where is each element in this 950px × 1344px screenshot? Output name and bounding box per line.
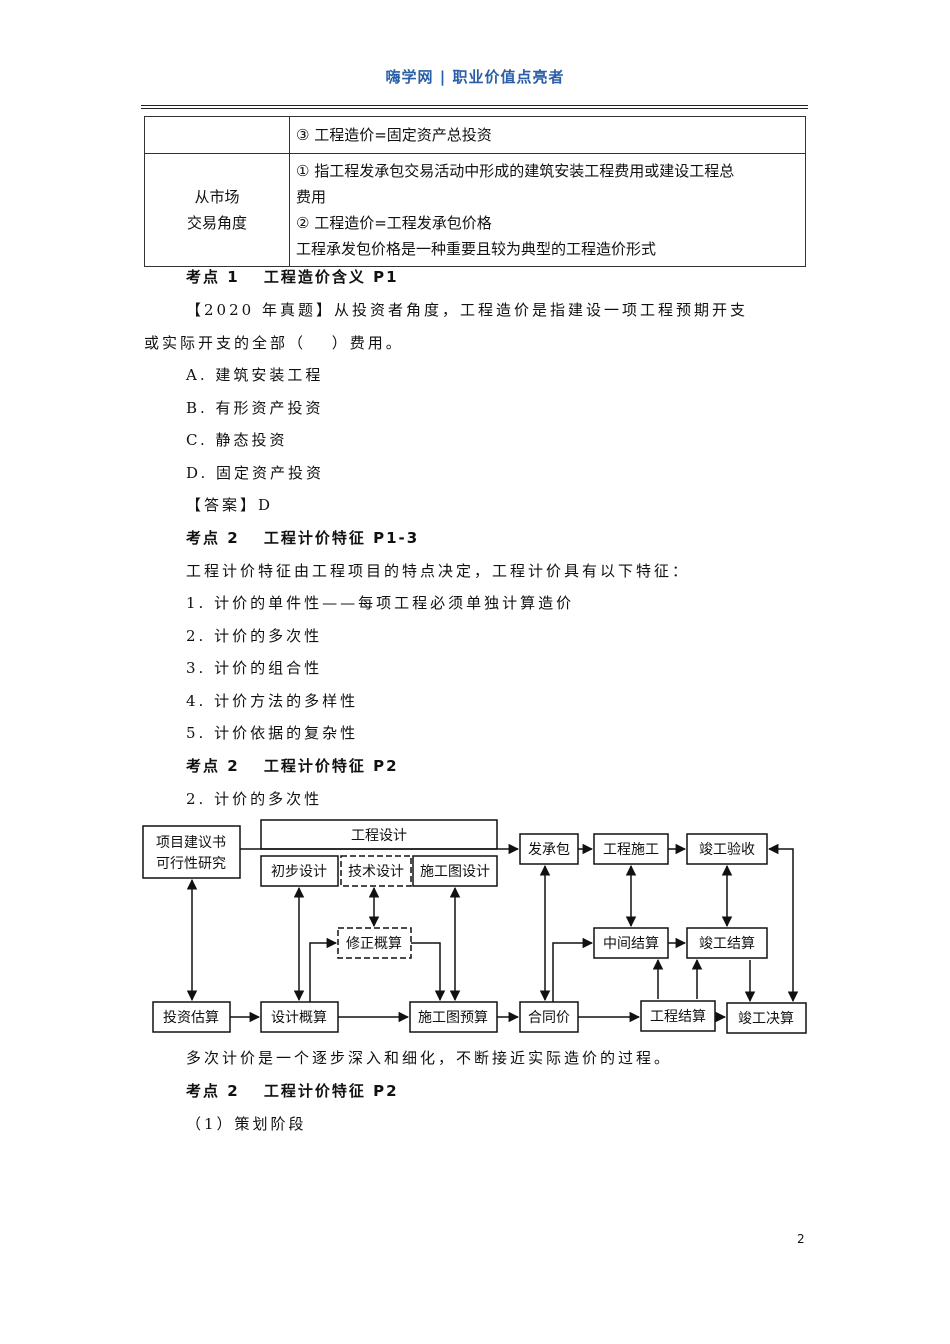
paragraph: 工程计价特征由工程项目的特点决定，工程计价具有以下特征： [186,562,691,580]
box-project-proposal [142,825,241,879]
label-construction: 工程施工 [603,842,659,858]
list-item: 2. 计价的多次性 [186,790,323,808]
label-construction-budget: 施工图预算 [418,1010,488,1026]
option-d: D. 固定资产投资 [186,464,325,482]
paragraph: 多次计价是一个逐步深入和细化，不断接近实际造价的过程。 [186,1049,673,1067]
header-rule-bottom [141,108,808,109]
label-design-budget: 设计概算 [271,1010,327,1026]
table-cell: ③ 工程造价=固定资产总投资 [289,116,806,154]
label-interim-settlement: 中间结算 [603,936,659,952]
label-technical-design: 技术设计 [348,864,404,880]
box-investment-estimate [152,1001,231,1033]
question-text: 或实际开支的全部（ ）费用。 [144,334,404,352]
header-rule-top [141,105,808,106]
definition-table: ③ 工程造价=固定资产总投资 从市场 交易角度 ① 指工程发承包交易活动中形成的… [144,116,806,267]
table-cell-market-angle: 从市场 交易角度 [144,153,290,267]
arrow [552,937,594,1002]
box-acceptance [686,833,768,865]
section-heading: 考点 2 工程计价特征 P2 [186,757,399,775]
box-final-accounts [726,1002,807,1034]
section-heading: 考点 2 工程计价特征 P1-3 [186,529,420,547]
table-row: ③ 工程造价=固定资产总投资 [144,116,806,154]
option-c: C. 静态投资 [186,431,288,449]
question-text: 【2020 年真题】从投资者角度，工程造价是指建设一项工程预期开支 [186,301,748,319]
answer: 【答案】D [186,496,274,514]
list-item: 2. 计价的多次性 [186,627,323,645]
list-item: 5. 计价依据的复杂性 [186,724,359,742]
box-technical-design [340,855,412,887]
arrow [309,937,338,1002]
label-preliminary-design: 初步设计 [271,863,327,880]
page-number: 2 [797,1232,805,1246]
list-item: 4. 计价方法的多样性 [186,692,359,710]
table-row: 从市场 交易角度 ① 指工程发承包交易活动中形成的建筑安装工程费用或建设工程总 … [144,153,806,267]
arrow [767,843,799,1003]
box-contracting [519,833,579,865]
box-interim-settlement [593,927,669,959]
label-engineering-design: 工程设计 [351,828,407,844]
section-heading: 考点 1 工程造价含义 P1 [186,268,399,286]
box-design-budget [260,1001,339,1033]
table-cell-empty [144,116,290,154]
table-cell: ① 指工程发承包交易活动中形成的建筑安装工程费用或建设工程总 费用 ② 工程造价… [289,153,806,267]
box-completion-settlement [686,927,768,959]
box-construction [593,833,669,865]
label-project-settlement: 工程结算 [650,1009,706,1025]
option-a: A. 建筑安装工程 [186,366,324,384]
section-heading: 考点 2 工程计价特征 P2 [186,1082,399,1100]
label-contracting: 发承包 [528,842,570,858]
list-item: （1）策划阶段 [186,1115,307,1133]
box-preliminary-design [260,855,339,887]
box-construction-budget [409,1001,498,1033]
label-investment-estimate: 投资估算 [163,1010,219,1026]
label-project-proposal: 项目建议书 [156,835,226,851]
option-b: B. 有形资产投资 [186,399,324,417]
label-completion-settlement: 竣工结算 [699,936,755,952]
box-revised-budget [337,927,412,959]
list-item: 1. 计价的单件性——每项工程必须单独计算造价 [186,594,575,612]
label-revised-budget: 修正概算 [346,936,402,952]
label-construction-drawing-design: 施工图设计 [420,864,490,880]
box-construction-drawing-design [412,855,498,887]
label-acceptance: 竣工验收 [699,842,755,858]
label-feasibility-study: 可行性研究 [156,856,226,872]
label-final-accounts: 竣工决算 [738,1011,794,1027]
list-item: 3. 计价的组合性 [186,659,323,677]
label-contract-price: 合同价 [528,1010,570,1026]
page-header: 嗨学网 | 职业价值点亮者 [385,68,565,86]
box-project-settlement [640,1000,716,1032]
arrow [411,942,446,1002]
